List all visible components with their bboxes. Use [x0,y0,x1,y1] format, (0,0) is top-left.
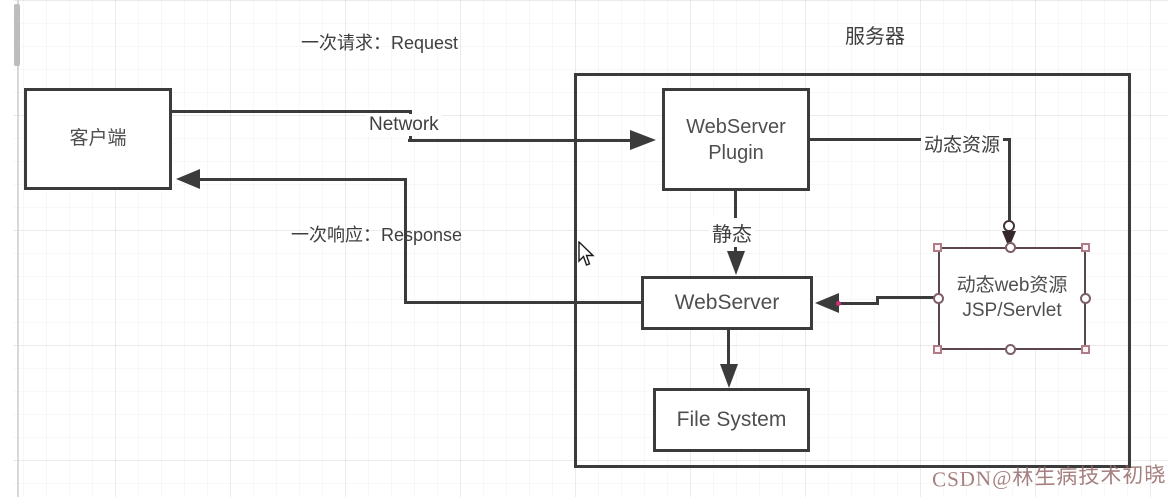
response-connector-segment2[interactable] [198,178,407,181]
server-title-label: 服务器 [845,26,905,48]
jsp-connector-segment1[interactable] [876,296,938,299]
static-label: 静态 [709,218,755,247]
dynamic-resource-label: 动态资源 [921,130,1004,157]
webserver-node-label: WebServer [674,291,780,315]
canvas-left-margin [0,0,13,497]
connection-point-dot [836,301,841,306]
client-node-label: 客户端 [69,127,127,149]
mouse-cursor-icon [578,241,595,266]
dynamic-connector-segment1[interactable] [810,138,1011,141]
static-arrowhead-icon [727,251,745,275]
webserver-plugin-node-label-line1: WebServer [686,115,786,138]
resize-handle-bottom-right[interactable] [1081,345,1090,354]
jsp-connector-segment2[interactable] [837,302,879,305]
jsp-arrowhead-icon [815,293,839,313]
watermark: CSDN@林生病技术初晓 [931,462,1167,492]
connection-handle-top[interactable] [1005,242,1016,253]
request-connector-segment2[interactable] [408,139,632,142]
filesystem-node[interactable]: File System [653,388,810,452]
resize-handle-top-right[interactable] [1081,243,1090,252]
dynamic-web-node-label-line2: JSP/Servlet [962,299,1062,321]
filesystem-node-label: File System [676,408,787,432]
jsp-connector-joint[interactable] [876,296,879,305]
connection-handle-left[interactable] [933,293,944,304]
request-arrowhead-icon [630,130,656,150]
resize-handle-bottom-left[interactable] [933,345,942,354]
connection-handle-bottom[interactable] [1005,344,1016,355]
connection-handle-right[interactable] [1080,293,1091,304]
response-arrowhead-icon [176,169,200,189]
request-label: 一次请求：Request [301,33,459,53]
filesystem-connector[interactable] [727,330,730,374]
vertical-scrollbar-track[interactable] [17,0,19,497]
vertical-scrollbar-thumb[interactable] [14,4,20,66]
webserver-node[interactable]: WebServer [641,276,813,330]
response-connector-segment1[interactable] [404,301,641,304]
dynamic-web-node[interactable]: 动态web资源 JSP/Servlet [938,247,1086,350]
dynamic-web-node-label-line1: 动态web资源 [956,274,1068,296]
response-label: 一次响应：Response [291,225,463,245]
webserver-plugin-node-label-line2: Plugin [708,141,764,164]
filesystem-arrowhead-icon [720,364,738,388]
client-node[interactable]: 客户端 [24,88,172,190]
dynamic-connector-segment2[interactable] [1008,138,1011,223]
server-container-box[interactable] [574,73,1131,468]
webserver-plugin-node[interactable]: WebServer Plugin [662,88,810,191]
resize-handle-top-left[interactable] [933,243,942,252]
request-connector-segment1[interactable] [172,110,412,113]
network-label: Network [366,114,442,136]
response-connector-joint[interactable] [404,179,407,304]
